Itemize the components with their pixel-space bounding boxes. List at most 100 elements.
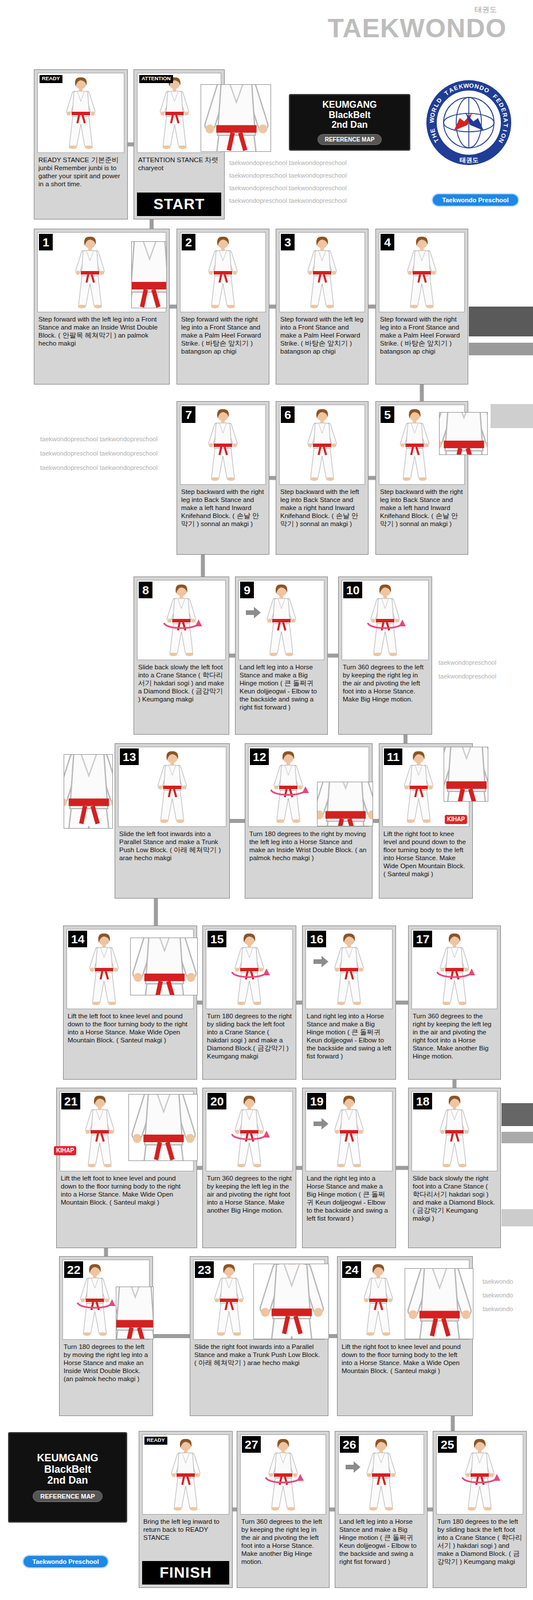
reference-pill: REFERENCE MAP bbox=[317, 134, 383, 145]
stance-tag: ATTENTION bbox=[139, 75, 174, 84]
student-figure bbox=[335, 1095, 364, 1168]
step-box: 11Lift the right foot to knee level and … bbox=[378, 743, 473, 899]
picture-panel: 25 bbox=[436, 1434, 524, 1515]
student-figure bbox=[465, 1439, 495, 1511]
figure-drawing bbox=[142, 1435, 229, 1515]
detail-drawing bbox=[128, 1094, 198, 1162]
detail-inset bbox=[128, 1094, 198, 1162]
step-box: 13Slide the left foot inwards into a Par… bbox=[114, 743, 230, 899]
connector-line bbox=[368, 304, 376, 309]
student-figure bbox=[335, 933, 364, 1006]
student-figure bbox=[160, 77, 189, 150]
student-figure-detail bbox=[444, 747, 489, 802]
kihap-tag: KIHAP bbox=[53, 1146, 77, 1156]
connector-line bbox=[451, 1416, 456, 1432]
header-korean: 태권도 bbox=[474, 4, 497, 15]
start-finish-banner: FINISH bbox=[142, 1561, 230, 1585]
step-description: Step backward with the right leg into Ba… bbox=[378, 484, 465, 552]
step-box: 16Land right leg into a Horse Stance and… bbox=[302, 925, 397, 1080]
picture-panel: READY bbox=[37, 72, 125, 154]
step-description: Land the right leg into a Horse Stance a… bbox=[305, 1171, 393, 1245]
turn-arrow bbox=[232, 972, 267, 978]
step-box: 8Slide back slowly the left foot into a … bbox=[133, 576, 230, 735]
title-text: KEUMGANG BlackBelt 2nd Dan bbox=[320, 99, 379, 131]
step-number: 19 bbox=[307, 1092, 327, 1110]
watermark-text: taekwondopreschool bbox=[438, 659, 497, 667]
watermark-text: taekwondopreschool taekwondopreschool bbox=[229, 159, 347, 167]
student-figure bbox=[400, 409, 429, 481]
step-number: 24 bbox=[342, 1261, 362, 1279]
turn-arrow bbox=[271, 789, 306, 795]
picture-panel: 4 bbox=[378, 232, 465, 313]
step-number: 25 bbox=[437, 1436, 457, 1453]
step-box: 3Step forward with the left leg into a F… bbox=[275, 228, 369, 385]
step-box: 26Land left leg into a Horse Stance and … bbox=[334, 1431, 428, 1589]
step-description: Step backward with the right leg into Ba… bbox=[179, 484, 266, 552]
student-figure-detail bbox=[439, 412, 488, 456]
ring-letter bbox=[465, 87, 497, 125]
watermark-text: taekwondopreschool taekwondopreschool bbox=[40, 449, 158, 458]
picture-panel: 10 bbox=[341, 579, 429, 661]
step-description: Step forward with the right leg into a F… bbox=[378, 312, 465, 382]
move-arrow bbox=[313, 1118, 329, 1130]
watermark-text: taekwondopreschool taekwondopreschool bbox=[229, 184, 347, 192]
student-figure bbox=[440, 1095, 469, 1168]
watermark-text: taekwondo bbox=[482, 1278, 513, 1286]
detail-drawing bbox=[116, 1287, 154, 1340]
step-description: READY STANCE 기본준비 junbi Remember junbi i… bbox=[37, 153, 125, 217]
step-description: Step backward with the left leg into Bac… bbox=[279, 484, 366, 552]
student-figure-detail bbox=[408, 1268, 471, 1340]
step-description: Turn 180 degrees to the left by sliding … bbox=[436, 1514, 524, 1585]
detail-inset bbox=[130, 937, 198, 996]
step-description: Turn 360 degrees to the right by keeping… bbox=[411, 1009, 498, 1077]
connector-line bbox=[328, 1334, 337, 1339]
step-box: 24Lift the right foot to knee level and … bbox=[336, 1256, 473, 1417]
connector-line bbox=[197, 1000, 203, 1005]
step-description: Lift the right foot to knee level and po… bbox=[382, 827, 470, 896]
step-number: 4 bbox=[380, 233, 395, 251]
student-figure bbox=[167, 584, 196, 657]
title-box: KEUMGANG BlackBelt 2nd DanREFERENCE MAP bbox=[288, 93, 411, 151]
stance-tag: READY bbox=[39, 75, 63, 84]
connector-line bbox=[327, 653, 339, 658]
ring-letter: D bbox=[467, 99, 507, 126]
step-number: 22 bbox=[64, 1261, 84, 1279]
detail-drawing bbox=[444, 747, 489, 802]
logo-emblem bbox=[425, 79, 512, 166]
step-description: Slide the right foot inwards into a Para… bbox=[193, 1339, 325, 1413]
step-description: Land left leg into a Horse Stance and ma… bbox=[238, 660, 325, 732]
step-number: 7 bbox=[181, 406, 196, 423]
watermark-text: taekwondo bbox=[482, 1291, 513, 1300]
step-box: 21Lift the left foot to knee level and p… bbox=[56, 1087, 198, 1249]
turn-arrow bbox=[232, 1134, 267, 1140]
picture-panel: 7 bbox=[179, 404, 266, 485]
step-box: 9Land left leg into a Horse Stance and m… bbox=[234, 576, 328, 735]
kihap-tag: KIHAP bbox=[444, 814, 468, 825]
turn-arrow bbox=[437, 972, 472, 978]
student-figure bbox=[440, 933, 469, 1006]
step-number: 2 bbox=[181, 233, 196, 251]
picture-panel: 6 bbox=[279, 404, 366, 485]
step-number: 5 bbox=[380, 406, 395, 423]
move-arrow bbox=[345, 1461, 361, 1473]
step-box: 6Step backward with the left leg into Ba… bbox=[275, 401, 369, 555]
ring-letter: T bbox=[441, 87, 472, 125]
watermark-text: taekwondopreschool taekwondopreschool bbox=[40, 435, 158, 444]
watermark-text: taekwondopreschool taekwondopreschool bbox=[229, 197, 347, 205]
student-figure bbox=[367, 1439, 396, 1511]
step-box: 10Turn 360 degrees to the left by keepin… bbox=[338, 576, 433, 735]
detail-drawing bbox=[317, 782, 374, 827]
connector-line bbox=[153, 1334, 190, 1339]
step-number: 12 bbox=[249, 748, 269, 766]
step-description: Lift the left foot to knee level and pou… bbox=[66, 1009, 194, 1077]
federation-logo: THE WORLD TAEKWONDO FEDERATION태권도 bbox=[425, 79, 512, 166]
step-box: 20Turn 360 degrees to the right by keepi… bbox=[202, 1087, 297, 1249]
school-name: Taekwondo Preschool bbox=[32, 1558, 100, 1566]
connector-line bbox=[229, 653, 235, 658]
connector-line bbox=[420, 384, 425, 402]
step-number: 14 bbox=[68, 930, 88, 948]
picture-panel: 18 bbox=[411, 1091, 498, 1172]
student-figure bbox=[80, 1264, 109, 1336]
detail-inset bbox=[316, 781, 374, 827]
student-figure-detail bbox=[317, 782, 374, 827]
